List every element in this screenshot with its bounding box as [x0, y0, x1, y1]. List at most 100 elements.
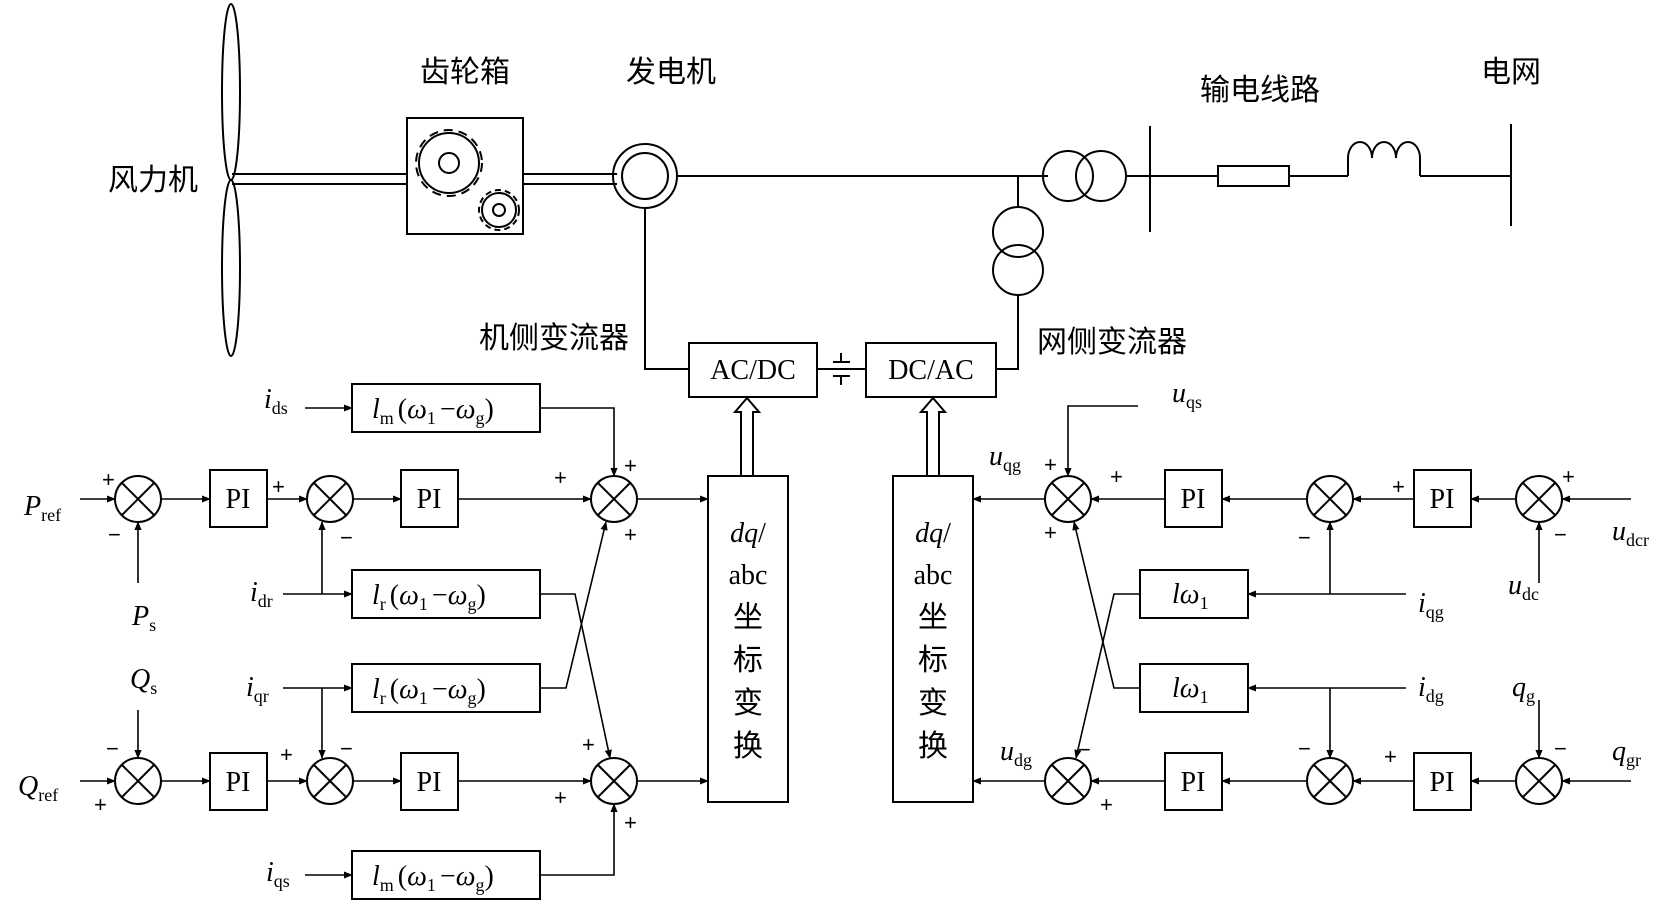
- transform-block-gsc: dq/ abc 坐 标 变 换: [892, 475, 974, 803]
- var-p-ref: Pref: [23, 491, 61, 525]
- svg-text:−: −: [1554, 736, 1567, 761]
- svg-text:标: 标: [733, 643, 763, 678]
- pi-block-gsc-q-outer: PI: [1413, 752, 1472, 811]
- svg-text:PI: PI: [417, 484, 442, 515]
- var-u-qs: uqs: [1172, 378, 1202, 412]
- gain-block-lw-lower: lω1: [1139, 663, 1249, 713]
- svg-text:+: +: [1044, 520, 1057, 545]
- dc-link-capacitor: [817, 353, 866, 385]
- sum-junctions-rsc: [114, 475, 638, 805]
- svg-text:PI: PI: [1181, 484, 1206, 515]
- gain-block-lr-upper: lr(ω1−ωg): [351, 569, 541, 619]
- gain-block-lr-lower: lr(ω1−ωg): [351, 663, 541, 713]
- svg-text:+: +: [624, 810, 637, 835]
- var-p-s: Ps: [131, 601, 156, 635]
- label-gearbox: 齿轮箱: [420, 55, 510, 90]
- svg-text:−: −: [106, 736, 119, 761]
- svg-text:+: +: [624, 522, 637, 547]
- rsc-signal-lines: [80, 404, 709, 879]
- var-i-qg: iqg: [1418, 588, 1444, 622]
- svg-text:−: −: [1078, 737, 1091, 762]
- label-grid: 电网: [1481, 55, 1541, 90]
- var-q-ref: Qref: [18, 771, 58, 805]
- svg-text:换: 换: [918, 729, 948, 764]
- var-q-g: qg: [1512, 672, 1535, 706]
- label-generator: 发电机: [626, 55, 716, 90]
- svg-text:+: +: [272, 474, 285, 499]
- var-i-qs: iqs: [266, 857, 290, 891]
- acdc-label: AC/DC: [710, 355, 796, 386]
- svg-text:变: 变: [918, 686, 948, 721]
- svg-text:−: −: [340, 736, 353, 761]
- pi-block-gsc-d-inner: PI: [1164, 752, 1223, 811]
- svg-text:PI: PI: [226, 484, 251, 515]
- svg-text:+: +: [102, 467, 115, 492]
- var-u-dg: udg: [1000, 736, 1032, 770]
- var-u-qg: uqg: [989, 441, 1021, 475]
- gearbox: [406, 117, 524, 235]
- var-q-s: Qs: [130, 664, 157, 698]
- main-transformer: [1042, 150, 1127, 202]
- converter-dcac: DC/AC: [865, 342, 997, 398]
- svg-text:坐: 坐: [733, 600, 763, 635]
- transform-block-rsc: dq/ abc 坐 标 变 换: [707, 475, 789, 803]
- svg-text:+: +: [554, 785, 567, 810]
- gsc-signs: + + + − + + − − + − + −: [1044, 452, 1575, 817]
- svg-text:+: +: [624, 453, 637, 478]
- svg-text:PI: PI: [226, 767, 251, 798]
- converter-acdc: AC/DC: [688, 342, 818, 398]
- label-gsc: 网侧变流器: [1037, 325, 1187, 360]
- svg-text:+: +: [554, 465, 567, 490]
- svg-text:PI: PI: [1430, 767, 1455, 798]
- svg-text:+: +: [1100, 792, 1113, 817]
- svg-text:+: +: [1110, 464, 1123, 489]
- svg-text:−: −: [340, 525, 353, 550]
- label-turbine: 风力机: [108, 163, 198, 198]
- shafts: [232, 173, 617, 185]
- svg-text:变: 变: [733, 686, 763, 721]
- svg-text:+: +: [94, 792, 107, 817]
- svg-text:lr(ω1−ωg): lr(ω1−ωg): [372, 674, 486, 708]
- svg-text:lr(ω1−ωg): lr(ω1−ωg): [372, 580, 486, 614]
- line-inductor: [1347, 141, 1421, 176]
- svg-text:+: +: [280, 742, 293, 767]
- label-rsc: 机侧变流器: [479, 321, 629, 356]
- svg-text:−: −: [1298, 525, 1311, 550]
- var-i-dg: idg: [1418, 672, 1444, 706]
- svg-text:+: +: [1392, 474, 1405, 499]
- svg-text:lω1: lω1: [1172, 673, 1209, 707]
- pi-block-rsc-p-outer: PI: [209, 469, 268, 528]
- label-line: 输电线路: [1200, 73, 1320, 108]
- svg-text:PI: PI: [1430, 484, 1455, 515]
- line-resistor: [1217, 165, 1290, 187]
- var-i-ds: ids: [264, 384, 288, 418]
- pi-block-rsc-q-inner: PI: [400, 752, 459, 811]
- turbine-blade-lower: [221, 179, 241, 357]
- var-q-gr: qgr: [1612, 736, 1641, 770]
- svg-text:−: −: [108, 522, 121, 547]
- svg-text:+: +: [582, 732, 595, 757]
- pi-block-rsc-q-outer: PI: [209, 752, 268, 811]
- pi-block-gsc-q-inner: PI: [1164, 469, 1223, 528]
- var-i-dr: idr: [250, 577, 273, 611]
- svg-text:换: 换: [733, 729, 763, 764]
- svg-text:abc: abc: [914, 560, 953, 591]
- gear-large-icon: [415, 129, 483, 197]
- svg-text:+: +: [1562, 464, 1575, 489]
- gain-block-lm-top: lm(ω1−ωg): [351, 383, 541, 433]
- var-u-dcr: udcr: [1612, 516, 1649, 550]
- gain-block-lw-upper: lω1: [1139, 569, 1249, 619]
- gsc-pwm-arrow: [918, 396, 948, 477]
- pi-block-gsc-udc-outer: PI: [1413, 469, 1472, 528]
- svg-text:坐: 坐: [918, 600, 948, 635]
- svg-text:lm(ω1−ωg): lm(ω1−ωg): [372, 861, 494, 895]
- svg-text:标: 标: [918, 643, 948, 678]
- gear-small-icon: [478, 189, 520, 231]
- svg-text:lω1: lω1: [1172, 579, 1209, 613]
- wind-turbine: [221, 3, 241, 357]
- svg-text:dq/: dq/: [915, 518, 951, 549]
- rsc-pwm-arrow: [732, 396, 762, 477]
- turbine-blade-upper: [221, 3, 241, 181]
- gsc-transformer: [992, 206, 1044, 296]
